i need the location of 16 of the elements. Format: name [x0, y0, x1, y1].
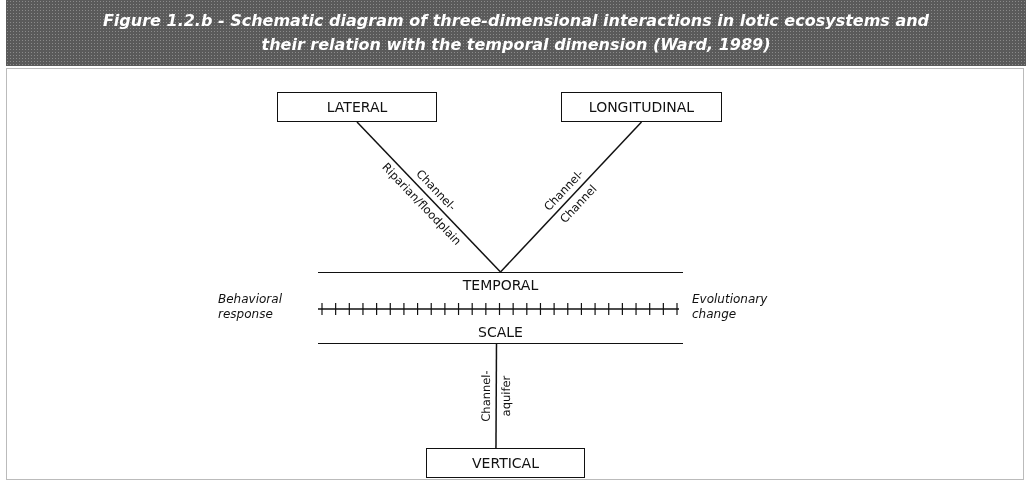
band-label: SCALE: [478, 323, 523, 341]
band-heading: TEMPORAL: [462, 276, 539, 294]
figure-title: Figure 1.2.b - Schematic diagram of three-dimensional interactions in lotic ecosystems and their relation with the temporal dimension (Ward, 1989): [101, 10, 931, 56]
box-label: VERTICAL: [472, 455, 539, 471]
box-label: LONGITUDINAL: [588, 99, 695, 115]
scale-end-label: Evolutionary change: [692, 292, 769, 322]
connector-line: [499, 121, 643, 273]
dimension-box: [561, 92, 722, 122]
edge-label: Channel- aquifer: [478, 369, 515, 424]
dimension-box: [277, 92, 437, 122]
box-label: LATERAL: [326, 99, 388, 115]
connector-line: [356, 121, 502, 273]
dimension-box: [426, 448, 585, 478]
connector-line: [495, 343, 498, 449]
scale-end-label: Behavioral response: [218, 292, 283, 322]
temporal-scale-band: [318, 272, 683, 344]
